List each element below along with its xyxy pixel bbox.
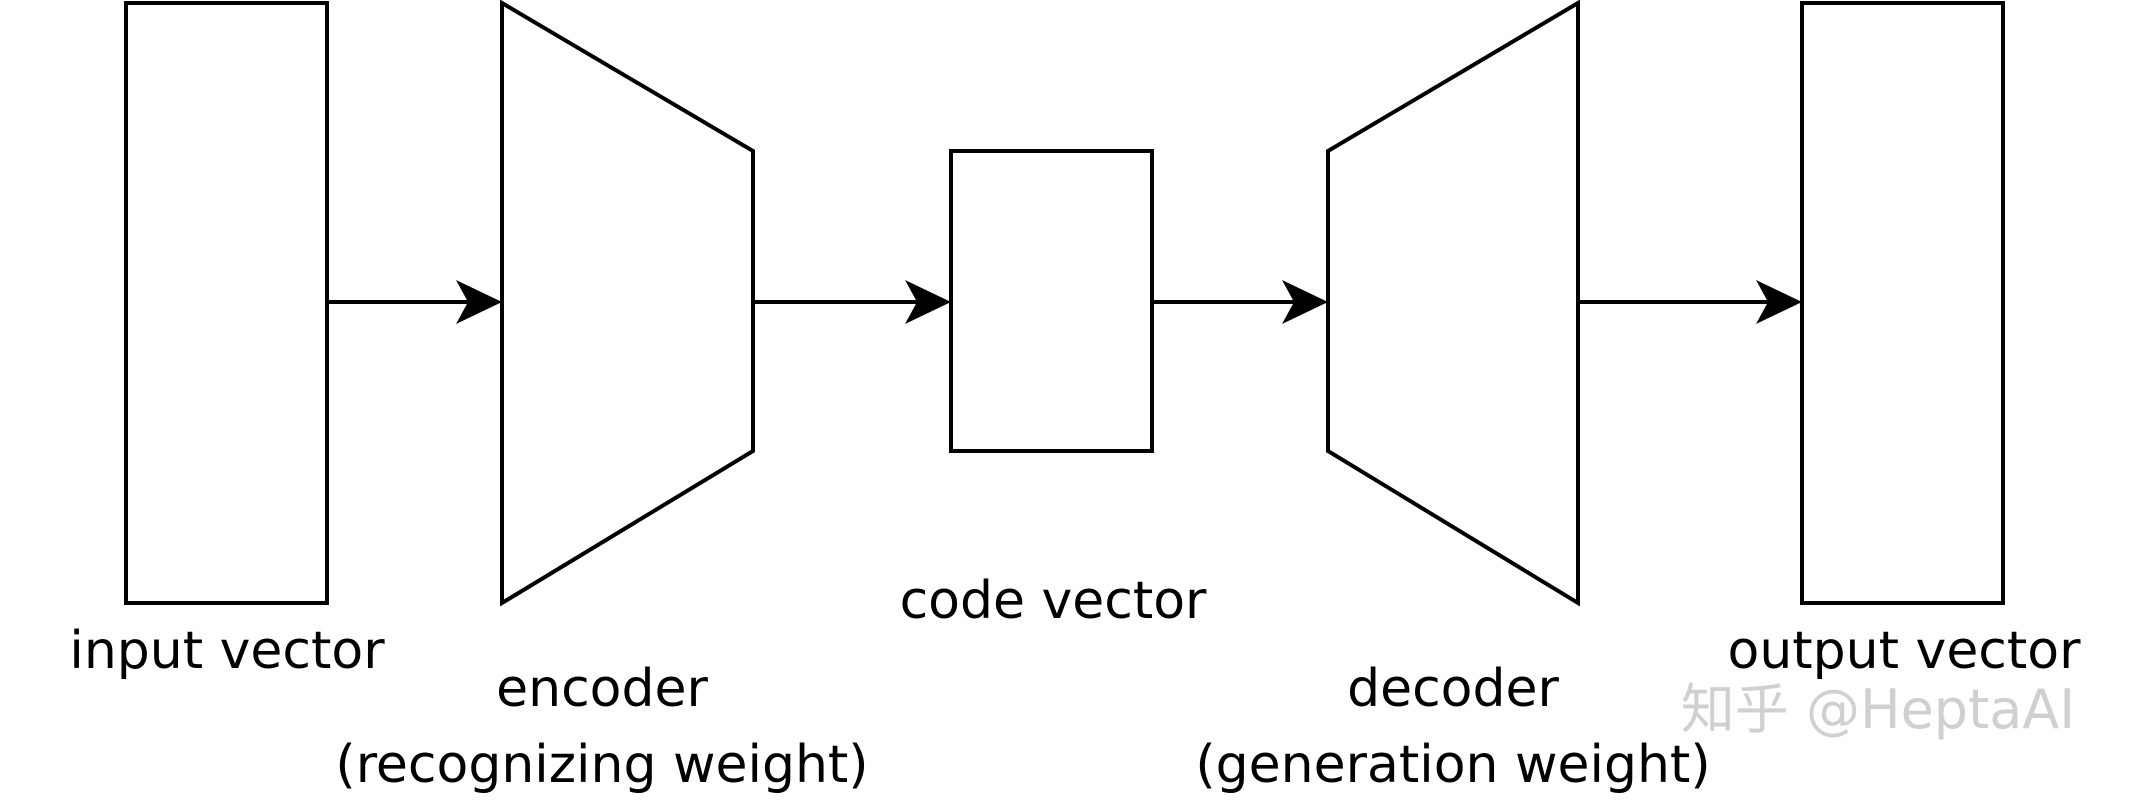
encoder-label: encoder bbox=[496, 659, 708, 719]
encoder-trapezoid bbox=[500, 0, 755, 607]
decoder-label: decoder bbox=[1347, 659, 1559, 719]
decoder-sublabel: (generation weight) bbox=[1195, 735, 1710, 795]
encoder-sublabel: (recognizing weight) bbox=[335, 735, 868, 795]
output-vector-label: output vector bbox=[1728, 621, 2082, 681]
watermark: 知乎 @HeptaAI bbox=[1681, 678, 2075, 741]
arrow-input-to-encoder bbox=[327, 280, 502, 324]
input-vector-box bbox=[124, 1, 329, 605]
arrow-code-to-decoder bbox=[1152, 280, 1328, 324]
code-vector-label: code vector bbox=[900, 571, 1207, 631]
output-vector-box bbox=[1800, 1, 2005, 605]
code-vector-box bbox=[949, 149, 1154, 453]
arrow-encoder-to-code bbox=[753, 280, 951, 324]
decoder-trapezoid bbox=[1326, 0, 1580, 607]
arrow-decoder-to-output bbox=[1578, 280, 1802, 324]
input-vector-label: input vector bbox=[69, 621, 385, 681]
